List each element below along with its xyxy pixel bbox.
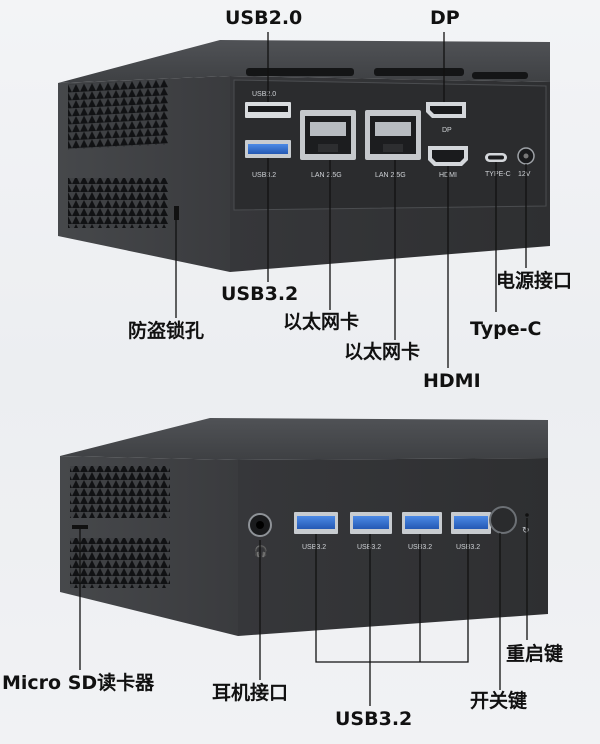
front-usb2-print-label: USB3.2 bbox=[357, 544, 381, 551]
usb20-print-label: USB2.0 bbox=[252, 91, 276, 98]
dp-print-label: DP bbox=[442, 127, 452, 134]
callout-power-jack: 电源接口 bbox=[496, 270, 573, 292]
front-vent-slot bbox=[374, 68, 464, 76]
security-lock-slot bbox=[174, 206, 179, 220]
side-vent-grille-lower bbox=[68, 178, 168, 228]
callout-usb20: USB2.0 bbox=[225, 7, 303, 29]
callout-micro-sd: Micro SD读卡器 bbox=[2, 672, 155, 694]
callout-dp: DP bbox=[430, 7, 460, 29]
micro-sd-slot bbox=[72, 525, 88, 529]
callout-ethernet-1: 以太网卡 bbox=[283, 311, 360, 333]
side-vent-grille-upper bbox=[68, 79, 168, 150]
power-print-label: 12V bbox=[518, 171, 531, 178]
headphone-icon: 🎧 bbox=[254, 545, 268, 558]
callout-usb32-top: USB3.2 bbox=[221, 283, 299, 305]
bottom-side-vent-lower bbox=[70, 538, 170, 588]
callout-ethernet-2: 以太网卡 bbox=[344, 341, 421, 363]
reset-icon: ↻ bbox=[522, 526, 530, 536]
lan2-print-label: LAN 2.5G bbox=[375, 172, 406, 179]
front-usb-port-4 bbox=[451, 512, 491, 534]
bottom-side-vent-upper bbox=[70, 466, 170, 518]
headphone-jack: 🎧 bbox=[248, 513, 272, 558]
front-usb-port-1 bbox=[294, 512, 338, 534]
front-usb1-print-label: USB3.2 bbox=[302, 544, 326, 551]
lan-port-2 bbox=[365, 110, 421, 160]
dc-power-jack bbox=[517, 147, 535, 165]
bottom-mini-pc: 🎧 USB3.2 USB3.2 USB3.2 USB3.2 ↻ bbox=[60, 418, 548, 636]
front-usb-port-3 bbox=[402, 512, 442, 534]
front-usb-port-2 bbox=[350, 512, 392, 534]
bottom-leader-lines bbox=[79, 518, 528, 706]
bottom-device-front-face bbox=[238, 458, 548, 636]
callout-security-lock: 防盗锁孔 bbox=[128, 320, 205, 342]
top-leader-lines bbox=[175, 32, 527, 368]
typec-print-label: TYPE-C bbox=[485, 171, 511, 178]
usb20-port-slot bbox=[248, 106, 288, 112]
leader-usb-bracket bbox=[315, 534, 469, 663]
power-button bbox=[489, 506, 517, 534]
callout-typec: Type-C bbox=[470, 318, 542, 340]
callout-power-button: 开关键 bbox=[470, 690, 528, 712]
usb32-print-label: USB3.2 bbox=[252, 172, 276, 179]
front-vent-slot bbox=[246, 68, 354, 76]
callout-reset-button: 重启键 bbox=[506, 643, 564, 665]
bottom-device-top-face bbox=[60, 418, 548, 460]
usb32-port-tongue bbox=[248, 144, 288, 154]
displayport bbox=[426, 102, 466, 118]
top-mini-pc: USB2.0 USB3.2 LAN 2.5G LAN 2.5G DP HDMI … bbox=[58, 40, 550, 272]
reset-pinhole bbox=[525, 513, 529, 517]
front-vent-slot bbox=[472, 72, 528, 79]
hdmi-port bbox=[428, 146, 468, 166]
callout-headphone: 耳机接口 bbox=[212, 682, 289, 704]
callout-usb32-bottom: USB3.2 bbox=[335, 708, 413, 730]
typec-port bbox=[485, 153, 507, 162]
callout-hdmi: HDMI bbox=[423, 370, 481, 392]
lan1-print-label: LAN 2.5G bbox=[311, 172, 342, 179]
lan-port-1 bbox=[300, 110, 356, 160]
